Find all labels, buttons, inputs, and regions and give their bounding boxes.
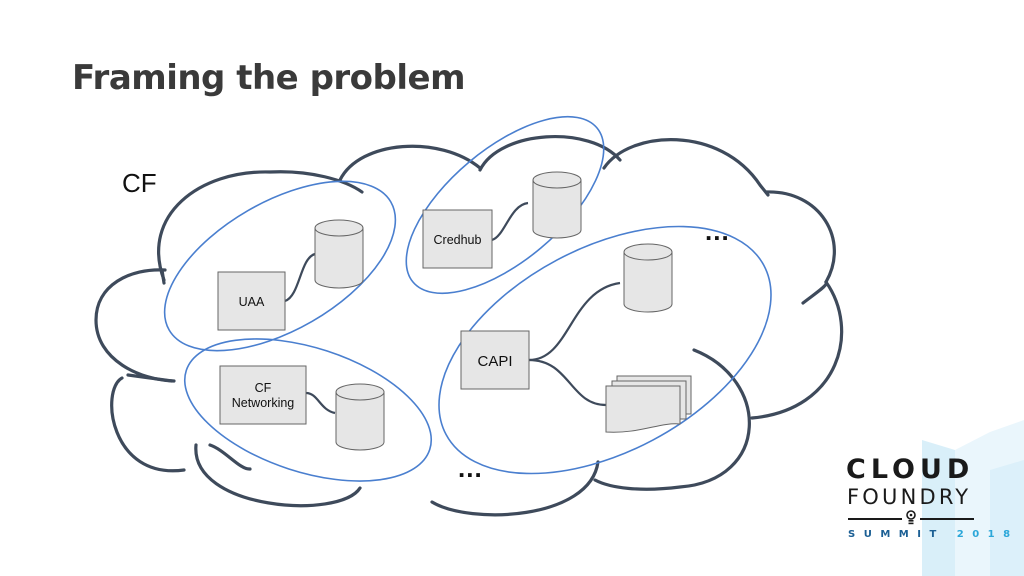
- logo-line-foundry: FOUNDRY: [847, 485, 972, 509]
- cf-networking-group-boundary: [183, 338, 433, 482]
- networking-db-connector: [305, 391, 336, 415]
- capi-group-boundary: [438, 225, 772, 475]
- more-components-ellipsis-top: ...: [705, 216, 730, 246]
- branding-background-shapes: [922, 420, 1024, 576]
- capi-blobstore-connector: [528, 358, 607, 407]
- logo-divider: [840, 510, 990, 526]
- more-components-ellipsis-bottom: ...: [458, 453, 483, 483]
- cloud-foundry-summit-logo: CLOUD FOUNDRY SUMMIT 2018: [840, 454, 1010, 541]
- credhub-label: Credhub: [434, 233, 482, 247]
- slide-title: Framing the problem: [72, 58, 466, 98]
- cf-container-label: CF: [122, 168, 157, 198]
- credhub-db-connector: [491, 201, 529, 242]
- cf-networking-label-line2: Networking: [232, 396, 295, 410]
- capi-db-connector: [528, 281, 621, 362]
- lightbulb-icon: [906, 510, 916, 525]
- cf-networking-database-icon: [335, 383, 385, 451]
- capi-label: CAPI: [477, 353, 512, 370]
- logo-line-cloud: CLOUD: [846, 454, 975, 485]
- uaa-group-boundary: [163, 180, 397, 352]
- uaa-database-icon: [314, 219, 364, 289]
- capi-blobstore-icon: [605, 375, 692, 433]
- credhub-group-boundary: [405, 115, 605, 295]
- logo-event-name: SUMMIT: [848, 529, 945, 540]
- credhub-database-icon: [532, 171, 582, 239]
- uaa-db-connector: [284, 252, 316, 303]
- capi-component[interactable]: CAPI: [460, 330, 530, 390]
- cf-cloud-outline: [94, 135, 844, 517]
- cf-networking-component[interactable]: CF Networking: [219, 365, 307, 425]
- capi-database-icon: [623, 243, 673, 313]
- cf-networking-label-line1: CF: [255, 381, 272, 395]
- logo-event-year: 2018: [956, 529, 1019, 540]
- uaa-component[interactable]: UAA: [217, 271, 286, 331]
- credhub-component[interactable]: Credhub: [422, 209, 493, 269]
- uaa-label: UAA: [239, 295, 265, 309]
